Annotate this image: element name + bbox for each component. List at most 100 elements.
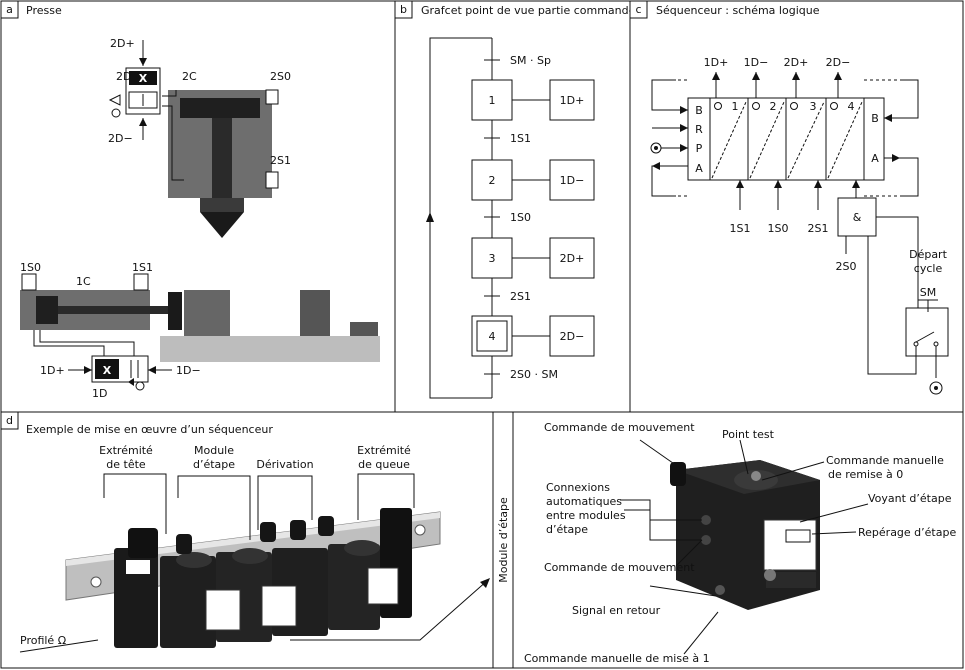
- seq-output-4: 2D−: [826, 56, 851, 69]
- svg-text:2D+: 2D+: [560, 252, 585, 265]
- svg-text:1: 1: [489, 94, 496, 107]
- cylinder-1c-piston: [36, 296, 58, 324]
- sm-label: SM: [920, 286, 936, 299]
- svg-text:3: 3: [489, 252, 496, 265]
- grafcet-transition-label-3: 2S1: [510, 290, 531, 303]
- label-2d: 2D: [116, 70, 131, 83]
- label-1d-plus: 1D+: [40, 364, 65, 377]
- grafcet-step-4: 4 2D−: [471, 315, 595, 357]
- grafcet-return-arrow: [426, 212, 434, 222]
- sensor-1s1: [133, 273, 149, 291]
- label-1s0: 1S0: [20, 261, 41, 274]
- seq-pin-r: R: [695, 123, 703, 136]
- grafcet-transition-label-1: 1S1: [510, 132, 531, 145]
- cylinder-2c-rod: [212, 118, 232, 198]
- svg-text:1D−: 1D−: [560, 174, 585, 187]
- panel-c-title: Séquenceur : schéma logique: [656, 4, 820, 17]
- label-module-etape-1: Module: [194, 444, 234, 457]
- label-1s1: 1S1: [132, 261, 153, 274]
- step-module-1: [160, 556, 216, 648]
- sensor-1s0: [21, 273, 37, 291]
- label-profile: Profilé Ω: [20, 634, 66, 647]
- seq-pin-a-right: A: [871, 152, 879, 165]
- svg-text:X: X: [103, 364, 112, 377]
- panel-a-title: Presse: [26, 4, 62, 17]
- seq-output-1: 1D+: [704, 56, 729, 69]
- svg-text:2D−: 2D−: [560, 330, 585, 343]
- callout-connexions-4: d’étape: [546, 523, 588, 536]
- seq-module-2: 2: [770, 100, 777, 113]
- seq-pin-p: P: [696, 142, 703, 155]
- press-drawing: X: [108, 40, 279, 238]
- seq-pin-a-left: A: [695, 162, 703, 175]
- callout-connexions-2: automatiques: [546, 495, 622, 508]
- cylinder-1c-rod: [58, 306, 168, 314]
- label-module-etape-2: d’étape: [193, 458, 235, 471]
- seq-input-2s0: 2S0: [836, 260, 857, 273]
- grafcet-transition-label-4: 2S0 · SM: [510, 368, 558, 381]
- feed-table: [160, 336, 380, 362]
- grafcet-step-3: 3 2D+: [471, 237, 595, 279]
- label-1c: 1C: [76, 275, 91, 288]
- svg-text:4: 4: [489, 330, 496, 343]
- grafcet-diagram: 1 1D+ 2 1D− 3 2D+ 4 2D−: [426, 37, 595, 399]
- grafcet-action-1: [549, 79, 595, 121]
- grafcet-transition-label-2: 1S0: [510, 211, 531, 224]
- press-die-block: [200, 198, 244, 212]
- svg-text:a: a: [6, 3, 13, 16]
- label-extremite-tete-1: Extrémité: [99, 444, 153, 457]
- feed-drawing: X: [20, 273, 380, 391]
- svg-text:1D+: 1D+: [560, 94, 585, 107]
- grafcet-step-1: 1 1D+: [471, 79, 595, 121]
- label-1d-minus: 1D−: [176, 364, 201, 377]
- panel-c-tag: c: [629, 0, 648, 19]
- callout-signal-retour: Signal en retour: [572, 604, 661, 617]
- sequencer-logic: [650, 72, 949, 395]
- seq-module-4: 4: [848, 100, 855, 113]
- label-2s0: 2S0: [270, 70, 291, 83]
- svg-text:2: 2: [489, 174, 496, 187]
- callout-remise-zero-1: Commande manuelle: [826, 454, 944, 467]
- seq-module-3: 3: [810, 100, 817, 113]
- callout-reperage: Repérage d’étape: [858, 526, 956, 539]
- grafcet-step-2: 2 1D−: [471, 159, 595, 201]
- cylinder-1c-pusher: [168, 292, 182, 330]
- seq-module-1: 1: [732, 100, 739, 113]
- label-2c: 2C: [182, 70, 197, 83]
- valve-2d-exhaust: [108, 94, 121, 106]
- valve-2d-supply: [111, 108, 121, 118]
- grafcet-transition-label-0: SM · Sp: [510, 54, 551, 67]
- seq-pin-b-left: B: [695, 104, 703, 117]
- press-die-tip: [200, 212, 244, 238]
- grafcet-action-3: [549, 237, 595, 279]
- panel-d-title: Exemple de mise en œuvre d’un séquenceur: [26, 423, 273, 436]
- label-2d-plus: 2D+: [110, 37, 135, 50]
- grafcet-action-4: [549, 315, 595, 357]
- label-2s1: 2S1: [270, 154, 291, 167]
- valve-2d-cell-a: [129, 71, 157, 85]
- panel-b-tag: b: [394, 0, 413, 19]
- label-derivation: Dérivation: [256, 458, 313, 471]
- label-module-etape-vertical: Module d’étape: [497, 497, 510, 583]
- and-gate-symbol: &: [853, 211, 862, 224]
- panel-b-title: Grafcet point de vue partie commande: [421, 4, 636, 17]
- label-1d: 1D: [92, 387, 107, 400]
- panel-d-tag: d: [0, 411, 19, 430]
- callout-cmd-mouvement-bottom: Commande de mouvement: [544, 561, 695, 574]
- callout-connexions-3: entre modules: [546, 509, 626, 522]
- sm-pushbutton: [905, 307, 949, 357]
- callout-remise-zero-2: de remise à 0: [828, 468, 903, 481]
- svg-text:b: b: [400, 3, 407, 16]
- depart-line-2: cycle: [914, 262, 943, 275]
- callout-point-test: Point test: [722, 428, 775, 441]
- label-extremite-queue-1: Extrémité: [357, 444, 411, 457]
- svg-text:d: d: [6, 414, 13, 427]
- step-module-3: [328, 544, 380, 630]
- grafcet-action-2: [549, 159, 595, 201]
- svg-text:X: X: [139, 72, 148, 85]
- panel-a-tag: a: [0, 0, 19, 19]
- seq-output-2: 1D−: [744, 56, 769, 69]
- sensor-2s1: [265, 171, 279, 189]
